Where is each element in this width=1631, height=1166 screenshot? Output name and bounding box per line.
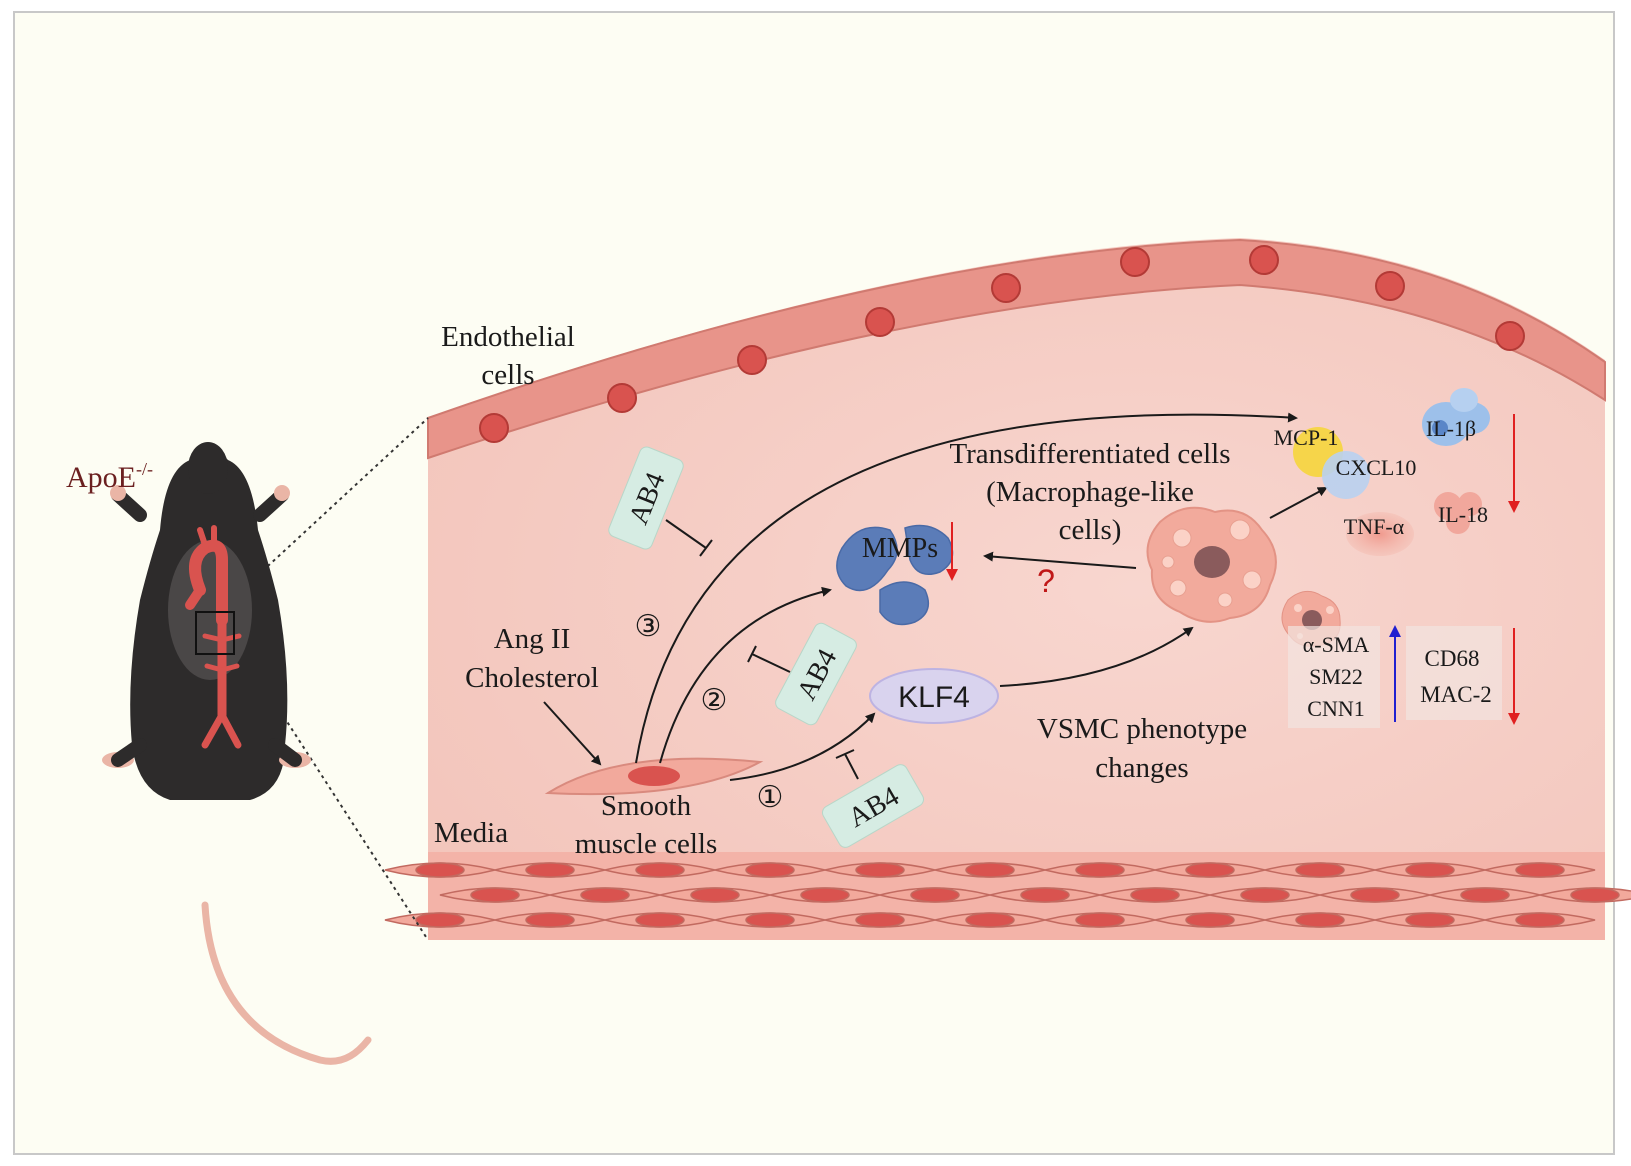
cytokine-cluster [1293,388,1490,556]
media-smc-nucleus [635,912,685,928]
genotype-superscript: -/- [136,459,153,479]
question-mark: ? [1037,563,1055,599]
media-smc-nucleus [635,862,685,878]
smooth-muscle-cell [544,757,764,796]
klf4-label: KLF4 [898,681,970,714]
media-smc-nucleus [1020,887,1070,903]
klf4-node [869,668,999,724]
contractile-marker-1: α-SMA [1303,632,1370,657]
tnfa-blob [1346,512,1414,556]
media-smc-nucleus [580,887,630,903]
pathway-number-1: ① [757,781,784,814]
media-smc-nucleus [470,887,520,903]
mouse-tail [201,901,372,1065]
media-smc-nucleus [415,912,465,928]
mcp1-label: MCP-1 [1274,425,1339,450]
ab4-box-2: AB4 [775,622,857,726]
media-smc-nucleus [855,862,905,878]
transdiff-to-mmps-arrow [983,551,1137,569]
pathway-number-2: ② [701,684,728,717]
pathway-1-arrow [729,712,876,781]
media-smc-nucleus [1515,912,1565,928]
media-smc-nucleus [1515,862,1565,878]
cxcl10-blob [1322,451,1370,499]
transdiff-label-line3: cells) [1059,514,1122,546]
transdiff-label-line2: (Macrophage-like [986,476,1194,508]
macrophage-marker-box [1406,626,1502,720]
klf4-to-transdiff-arrow [999,626,1194,687]
transdiff-label-line1: Transdifferentiated cells [949,438,1230,470]
media-smc-nucleus [855,912,905,928]
endothelial-nuclei [479,245,1525,443]
contractile-marker-box [1288,626,1380,728]
media-smc-nucleus [1405,862,1455,878]
aorta [185,525,242,749]
media-smc-nucleus [1295,862,1345,878]
media-smc-nucleus [1185,912,1235,928]
il1b-label: IL-1β [1426,416,1476,441]
genotype-text: ApoE [66,461,136,494]
inhibition-marks [665,519,859,780]
media-smc-nucleus [910,887,960,903]
endothelial-label-line1: Endothelial [441,321,575,353]
endothelial-layer [427,238,1606,460]
media-smc-nucleus [415,862,465,878]
cxcl10-label: CXCL10 [1336,455,1417,480]
tnfa-label: TNF-α [1344,514,1405,539]
il1b-blob [1422,388,1490,446]
media-smc-nucleus [745,862,795,878]
pathway-2-arrow [659,586,832,764]
genotype-label: ApoE-/- [66,459,153,494]
media-smc-nucleus [965,912,1015,928]
media-smc-nucleus [1240,887,1290,903]
zoom-box [195,611,235,655]
stimulus-label-line1: Ang II [494,623,571,655]
contractile-marker-2: SM22 [1309,664,1363,689]
mmps-icon [836,524,954,626]
media-label: Media [434,817,508,849]
macrophage-like-cell [1146,506,1277,623]
vsmc-label-line2: changes [1095,752,1188,784]
media-smc-nucleus [1405,912,1455,928]
contractile-marker-3: CNN1 [1307,696,1364,721]
zoom-line-top [241,417,429,591]
il18-blob [1434,492,1482,534]
pathway-3-arrow [635,412,1298,764]
mmps-label: MMPs [862,533,938,564]
media-layer [384,852,1631,940]
media-smc-nucleus [1185,862,1235,878]
vsmc-label-line1: VSMC phenotype [1037,713,1247,745]
stimulus-arrow [543,701,602,766]
mouse-head [188,442,228,494]
smc-label-line2: muscle cells [575,828,718,860]
media-smc-nucleus [690,887,740,903]
transdiff-to-cytokines-arrow [1269,487,1328,519]
media-smc-nucleus [745,912,795,928]
mouse-thoracic-window [168,540,252,680]
macrophage-marker-2: MAC-2 [1420,682,1492,707]
media-smc-nucleus [1295,912,1345,928]
media-smc-nucleus [1130,887,1180,903]
mouse-illustration [102,442,372,1065]
smc-label-line1: Smooth [601,790,692,822]
il18-label: IL-18 [1438,502,1488,527]
media-smc-nucleus [965,862,1015,878]
media-smc-nucleus [1460,887,1510,903]
media-smc-nucleus [525,912,575,928]
media-smc-nucleus [1075,862,1125,878]
stimulus-label-line2: Cholesterol [465,662,599,694]
media-smc-nucleus [1350,887,1400,903]
media-smc-nucleus [800,887,850,903]
media-smc-nucleus [1075,912,1125,928]
media-smc-nucleus [525,862,575,878]
pathway-number-3: ③ [635,610,662,643]
media-smc-nucleus [1570,887,1620,903]
endothelial-label-line2: cells [481,359,534,391]
macrophage-marker-1: CD68 [1425,646,1480,671]
